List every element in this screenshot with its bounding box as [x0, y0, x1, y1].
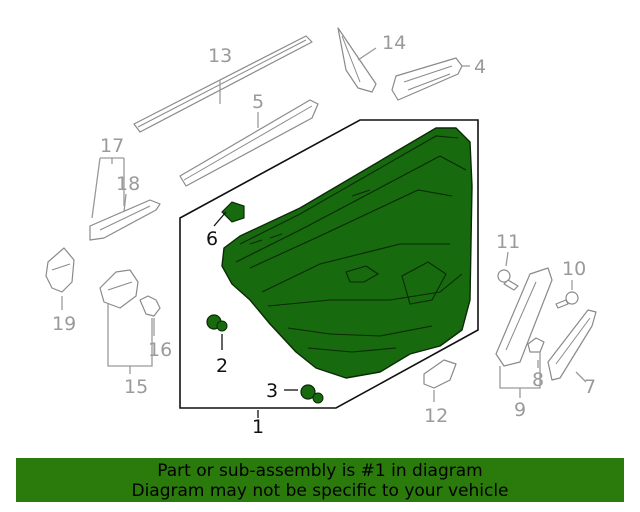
highlight-banner: Part or sub-assembly is #1 in diagram Di…	[16, 458, 624, 502]
part-6-bracket[interactable]	[221, 201, 245, 223]
callout-13: 13	[208, 45, 232, 67]
callout-10: 10	[562, 258, 586, 280]
banner-line-1: Part or sub-assembly is #1 in diagram	[157, 461, 483, 481]
part-13-belt-molding[interactable]	[133, 35, 313, 133]
callout-5: 5	[252, 91, 264, 113]
callout-11: 11	[496, 231, 520, 253]
part-3-fastener[interactable]	[300, 384, 324, 404]
part-18-bracket[interactable]	[89, 199, 161, 241]
part-2-fastener[interactable]	[206, 314, 228, 332]
part-10-screw[interactable]	[555, 291, 579, 309]
part-12-clip[interactable]	[423, 359, 457, 389]
part-11-screw[interactable]	[497, 269, 519, 291]
callout-12: 12	[424, 405, 448, 427]
part-1-door-trim-panel[interactable]	[221, 127, 473, 379]
part-9-pull-handle[interactable]	[495, 267, 553, 367]
banner-line-2: Diagram may not be specific to your vehi…	[131, 481, 509, 501]
callout-9: 9	[514, 399, 526, 421]
part-8-clip[interactable]	[527, 337, 545, 353]
part-16-clip[interactable]	[139, 295, 161, 317]
callout-16: 16	[148, 339, 172, 361]
part-7-trim-strip[interactable]	[547, 309, 597, 381]
part-14-corner-trim[interactable]	[337, 27, 377, 93]
part-15-housing[interactable]	[99, 269, 139, 309]
leader-lines	[61, 47, 587, 418]
callout-3: 3	[266, 380, 278, 402]
callout-14: 14	[382, 32, 406, 54]
callout-18: 18	[116, 173, 140, 195]
callout-8: 8	[532, 369, 544, 391]
callout-17: 17	[100, 135, 124, 157]
part-4-door-handle[interactable]	[391, 57, 463, 101]
callout-2: 2	[216, 355, 228, 377]
part-19-switch[interactable]	[45, 247, 75, 293]
callout-4: 4	[474, 56, 486, 78]
part-5-trim-strip[interactable]	[179, 99, 319, 187]
callout-1: 1	[252, 416, 264, 438]
callout-15: 15	[124, 376, 148, 398]
assembly-outline	[179, 119, 479, 409]
callout-6: 6	[206, 228, 218, 250]
callout-19: 19	[52, 313, 76, 335]
callout-7: 7	[584, 376, 596, 398]
